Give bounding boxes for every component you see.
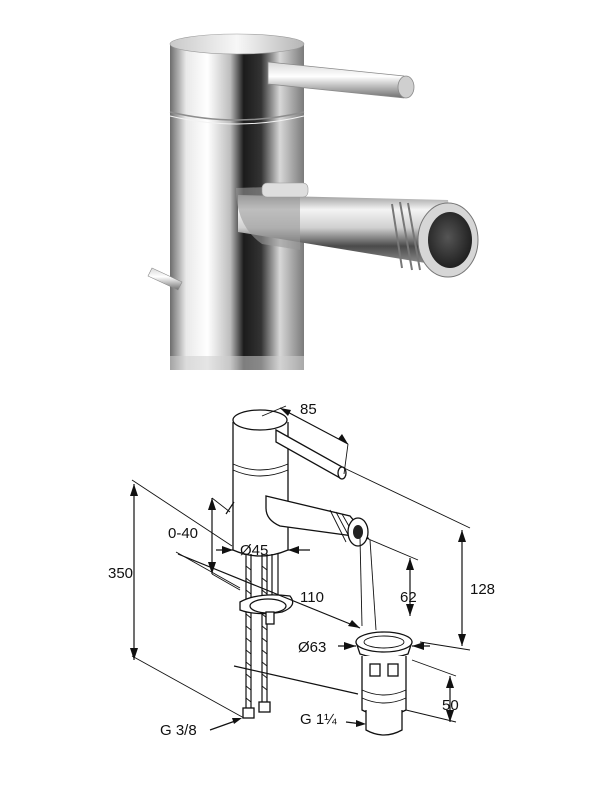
dim-supply-thread: G 3/8	[160, 722, 197, 739]
pop-up-linkage	[233, 665, 359, 695]
faucet-photo	[147, 33, 479, 370]
dim-waste-thread: G 1¼	[300, 711, 337, 728]
technical-drawing: 85 0-40 Ø45 350 110 62 128 Ø63 50 G 3/8 …	[108, 401, 495, 739]
pop-up-waste	[355, 631, 413, 736]
dim-spout-height: 62	[400, 589, 417, 606]
lever-outline	[275, 428, 347, 480]
dim-lever-length: 85	[300, 401, 317, 418]
spout-outline	[265, 495, 370, 547]
dimension-lines	[130, 405, 471, 731]
dim-waste-diameter: Ø63	[298, 639, 326, 656]
supply-hoses	[242, 554, 271, 719]
spout	[236, 182, 479, 278]
dim-lift-rod-range: 0-40	[168, 525, 198, 542]
dim-lever-height: 128	[470, 581, 495, 598]
dim-waste-height: 50	[442, 697, 459, 714]
fixing-set	[239, 554, 294, 625]
lever-handle	[267, 61, 415, 99]
pop-up-rod-outline	[225, 501, 235, 515]
pop-up-rod	[147, 267, 183, 291]
dim-total-height: 350	[108, 565, 133, 582]
dim-body-diameter: Ø45	[240, 542, 268, 559]
dim-spout-projection: 110	[300, 589, 324, 606]
